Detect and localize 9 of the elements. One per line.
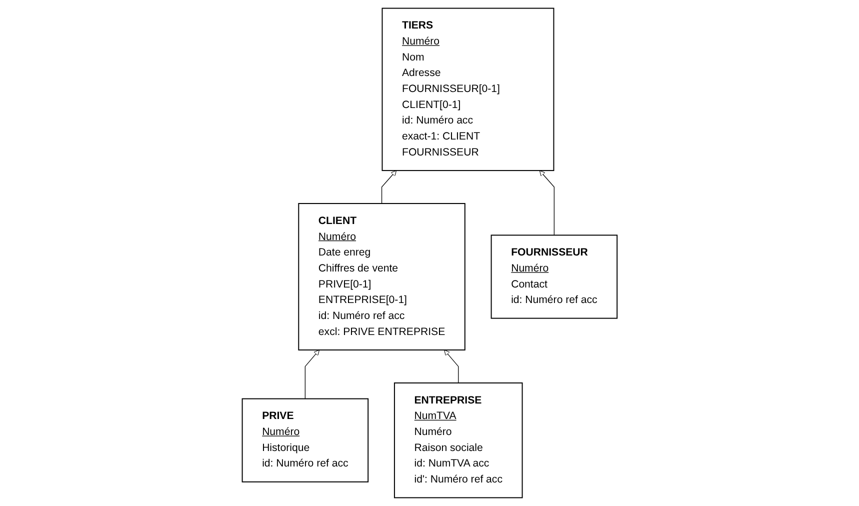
node-box: TIERS Numéro Nom Adresse FOURNISSEUR[0-1] CLIENT[0-1] id: Numéro acc exact-1: CLIENT FOURNISSEUR bbox=[382, 8, 554, 172]
node-box: ENTREPRISE NumTVA Numéro Raison sociale id: NumTVA acc id': Numéro ref acc bbox=[394, 382, 523, 498]
node-box: PRIVE Numéro Historique id: Numéro ref acc bbox=[242, 398, 368, 482]
arrow bbox=[444, 350, 458, 384]
node-box: CLIENT Numéro Date enreg Chiffres de vente PRIVE[0-1] ENTREPRISE[0-1] id: Numéro ref acc excl: PRIVE ENTREPRISE bbox=[298, 203, 466, 350]
arrow bbox=[304, 350, 320, 400]
arrow bbox=[381, 170, 396, 204]
arrow bbox=[539, 170, 554, 236]
node-box: FOURNISSEUR Numéro Contact id: Numéro ref acc bbox=[490, 234, 618, 319]
